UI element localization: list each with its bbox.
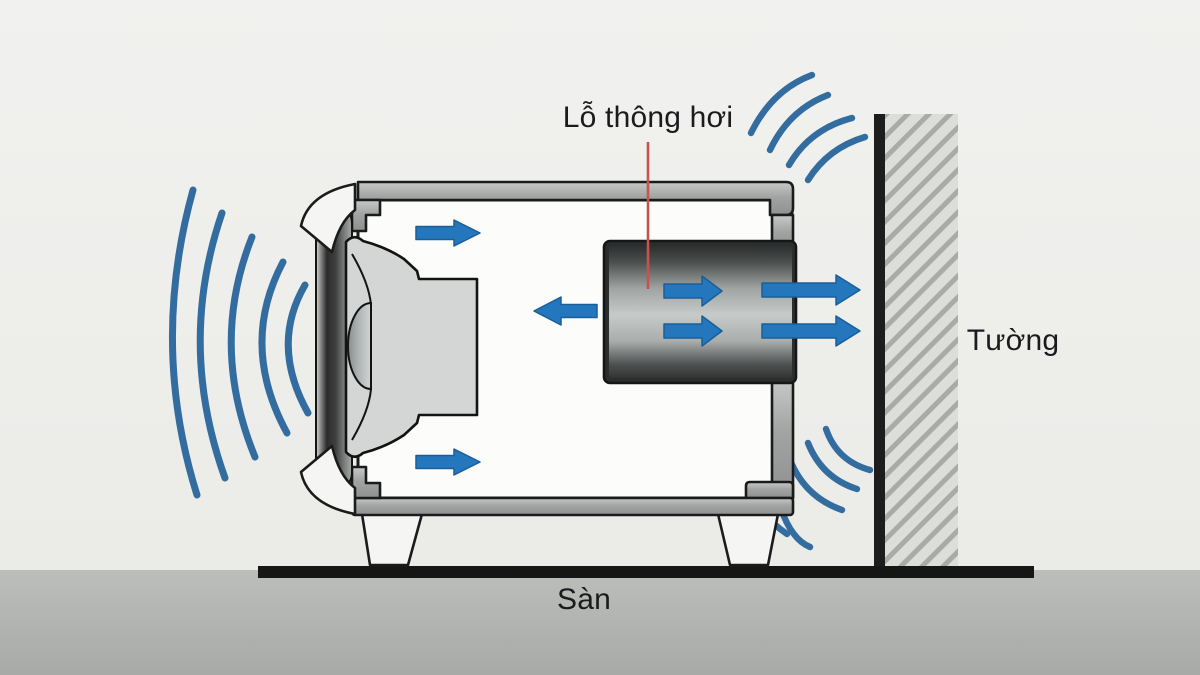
driver-cone-magnet (344, 235, 479, 459)
sound-waves-front (169, 186, 312, 499)
airflow-arrows (415, 219, 861, 476)
front-bevel-top (299, 182, 357, 254)
rear-wall-lower (770, 376, 795, 500)
port-arrow-top-outer (761, 274, 861, 306)
foot-right (716, 512, 780, 567)
wall-hatching (885, 114, 958, 571)
vent-label: Lỗ thông hơi (562, 101, 734, 134)
cabinet-feet (360, 512, 780, 567)
floor-line (258, 566, 1034, 578)
bass-reflex-port (602, 239, 798, 385)
cone-edge-top (351, 253, 372, 306)
cone-edge-bottom (351, 388, 372, 441)
wall (874, 114, 958, 571)
port-arrow-bottom-inner (663, 315, 723, 347)
floor (0, 570, 1200, 675)
wall-edge (874, 114, 885, 571)
port-arrow-bottom-outer (761, 315, 861, 347)
front-bevel-bottom (299, 444, 357, 516)
arrow-right-top (415, 219, 481, 247)
foot-left (360, 512, 424, 567)
cabinet-bottom-panel (350, 496, 795, 517)
wall-label: Tường (966, 324, 1060, 357)
speaker-cabinet (350, 180, 798, 517)
speaker-driver (299, 182, 479, 516)
rear-joint-bottom (744, 480, 795, 500)
arrow-left-middle (533, 296, 598, 326)
floor-label: Sàn (557, 583, 611, 616)
dust-cap (347, 301, 372, 391)
arrow-right-bottom (415, 448, 481, 476)
sound-waves-port-top (747, 71, 869, 184)
port-arrow-top-inner (663, 275, 723, 307)
